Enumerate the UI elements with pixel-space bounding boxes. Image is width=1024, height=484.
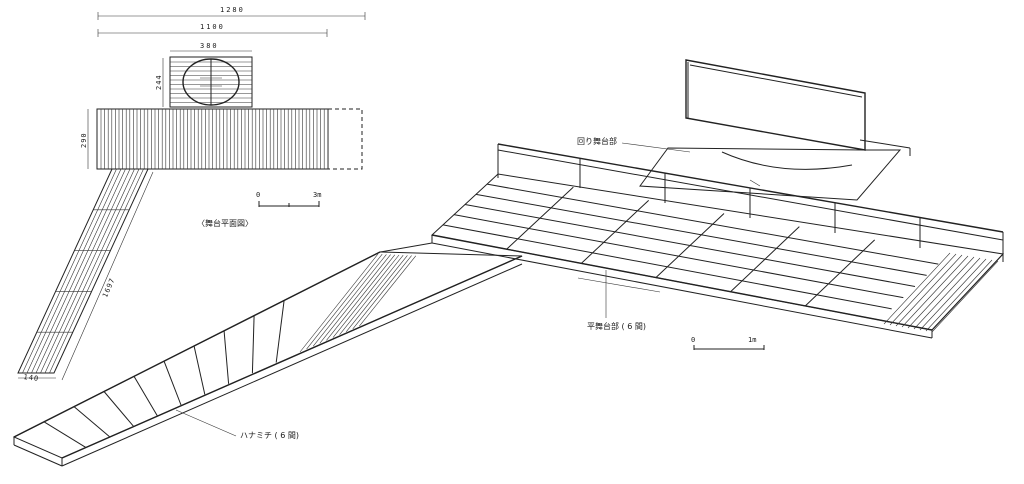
dim-main-label: 1100	[200, 23, 225, 31]
end-slat-line	[925, 259, 993, 332]
hanamichi-runway	[12, 242, 523, 467]
end-slat-line	[883, 252, 951, 325]
main-stage-plan	[96, 108, 363, 170]
dim-stage-height-label: 290	[80, 132, 88, 148]
stage-joist-line	[655, 213, 725, 278]
hanamichi-board-line	[352, 255, 412, 330]
plan-scale-start: 0	[256, 191, 261, 199]
revolving-label-leader	[621, 142, 691, 153]
hanamichi-rung-line	[43, 421, 87, 448]
hanamichi-plan	[17, 168, 154, 381]
hanamichi-board-line	[332, 254, 400, 338]
stage-joist-line	[506, 186, 574, 250]
end-slat-line	[889, 253, 957, 326]
flat-stage-label: 平舞台部 ( 6 間)	[587, 322, 646, 331]
stage-joist-line	[580, 199, 650, 264]
hanamichi-board-line	[306, 254, 383, 350]
hanamichi-board-line	[359, 255, 417, 327]
plan-caption: 〈舞台平面図〉	[197, 219, 253, 228]
hanamichi-rung-line	[193, 345, 206, 395]
hanamichi-rung-line	[163, 360, 182, 406]
hanamichi-rung-line	[133, 376, 158, 416]
iso-scale-end: 1m	[748, 336, 757, 344]
hanamichi-board-line	[319, 254, 391, 344]
hanamichi-board-line	[326, 254, 396, 341]
hanamichi-board-line	[312, 254, 387, 347]
stage-joist-line	[730, 226, 800, 293]
hanamichi-slat-line	[35, 168, 131, 374]
hanamichi-slat-line	[31, 168, 126, 374]
hanamichi-board-line	[299, 253, 379, 353]
hanamichi-label-leader	[175, 409, 237, 437]
hanamichi-slat-line	[44, 168, 140, 374]
revolving-stage-platform	[639, 139, 911, 201]
hanamichi-slat-line	[22, 168, 117, 374]
end-slat-line	[895, 254, 963, 327]
hanamichi-rung-line	[275, 300, 285, 363]
hanamichi-label: ハナミチ ( 6 間)	[240, 431, 299, 440]
revolving-stage-label: 回り舞台部	[577, 137, 617, 146]
dimension-total-line	[97, 12, 366, 20]
end-slat-line	[919, 258, 987, 331]
turntable-plan	[169, 56, 253, 108]
end-slat-line	[901, 255, 969, 328]
hanamichi-rung-line	[73, 406, 110, 438]
hanamichi-slat-line	[26, 168, 122, 374]
hanamichi-slat-line	[49, 168, 144, 374]
end-slat-line	[913, 257, 981, 330]
plan-scale-end: 3m	[313, 191, 322, 199]
hanamichi-rung-line	[103, 391, 134, 427]
dim-turntable-width-label: 380	[200, 42, 219, 50]
flat-stage-frame	[430, 143, 1005, 339]
end-slat-line	[907, 256, 975, 329]
hanamichi-slat-line	[40, 168, 135, 374]
hanamichi-board-line	[345, 255, 408, 333]
dim-turntable-height-label: 244	[155, 74, 163, 90]
end-slat-line	[931, 260, 999, 333]
plan-scale-bar	[258, 201, 320, 207]
revolving-stage-backdrop	[685, 59, 866, 151]
dim-total-label: 1280	[220, 6, 245, 14]
hanamichi-rung-line	[223, 330, 230, 384]
hanamichi-board-line	[339, 255, 404, 335]
iso-scale-bar	[693, 345, 765, 350]
flat-stage-label-leader	[577, 270, 661, 318]
stage-joist-line	[804, 239, 876, 307]
dimension-main-line	[97, 29, 328, 37]
hanamichi-rung-line	[251, 315, 255, 374]
iso-scale-start: 0	[691, 336, 696, 344]
